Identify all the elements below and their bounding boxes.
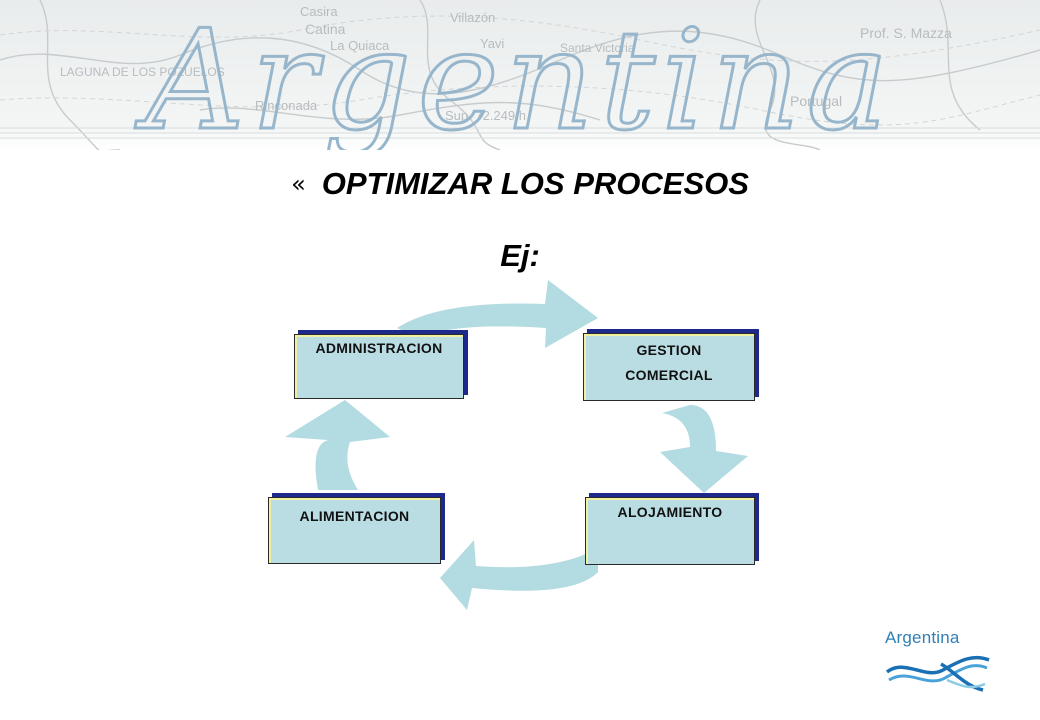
title-text: OPTIMIZAR LOS PROCESOS [321,166,749,201]
map-label: Portugal [790,93,842,109]
box-gestion-comercial: GESTION COMERCIAL [583,329,759,401]
logo-text: Argentina [885,628,960,647]
wave-icon [885,655,990,692]
box-label: ALIMENTACION [299,508,410,524]
box-administracion: ADMINISTRACION [294,330,468,399]
map-label: Yavi [480,36,504,51]
map-label: Sup. 72.249 h [445,108,526,123]
cycle-arrow-top [397,280,598,348]
map-label: Casira [300,4,338,19]
title-bullet: « [291,170,306,198]
box-label: COMERCIAL [625,367,713,383]
slide-subtitle: Ej: [500,238,540,273]
map-label: LAGUNA DE LOS POZUELOS [60,65,225,79]
map-label: La Quiaca [330,38,390,53]
map-label: Prof. S. Mazza [860,25,952,41]
cycle-arrow-left [285,400,390,490]
map-banner: Casira Catina Villazón Prof. S. Mazza La… [0,0,1040,150]
box-label: ALOJAMIENTO [617,504,723,520]
slide-title: « OPTIMIZAR LOS PROCESOS [0,166,1040,216]
argentina-logo: Argentina [885,628,1005,698]
banner-script-title: Argentina [134,0,894,150]
map-label: Catina [305,21,346,37]
map-label: Santa Victoria [560,41,635,55]
box-alojamiento: ALOJAMIENTO [585,493,759,565]
box-label: ADMINISTRACION [315,340,443,356]
map-label: Rinconada [255,98,318,113]
map-label: Villazón [450,10,495,25]
cycle-arrow-right [660,405,748,493]
box-label: GESTION [636,342,702,358]
box-alimentacion: ALIMENTACION [268,493,445,564]
cycle-arrow-bottom [440,540,598,610]
